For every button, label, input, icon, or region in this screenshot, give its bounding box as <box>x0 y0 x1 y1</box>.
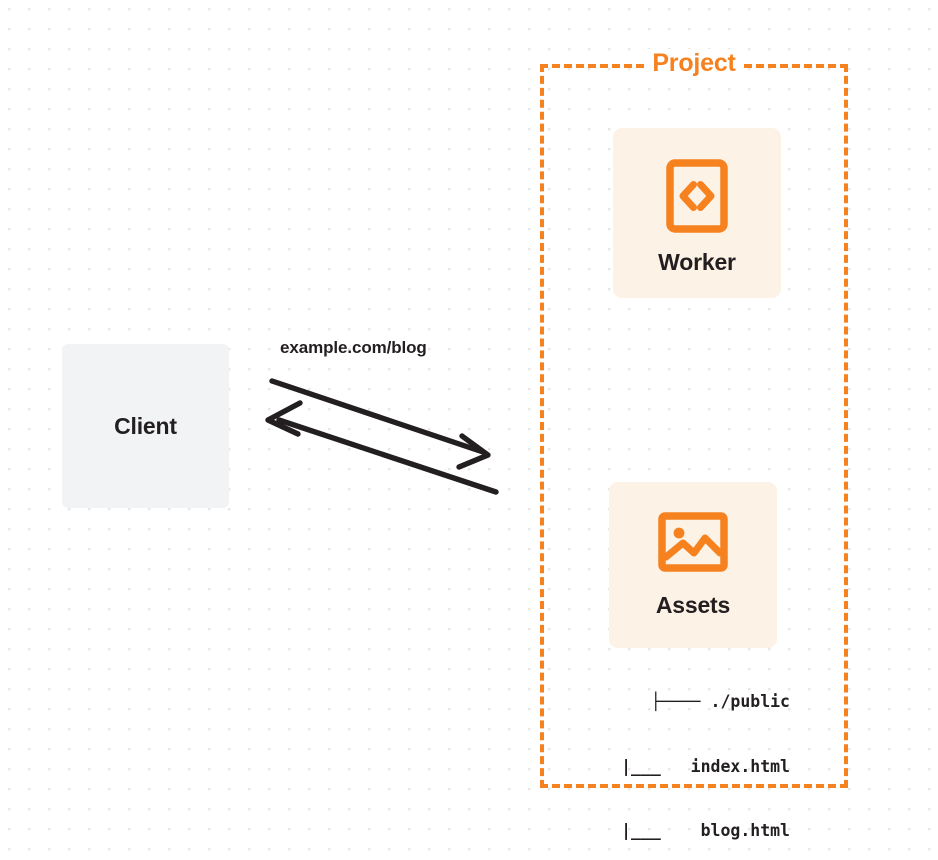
tree-line: ├──── ./public <box>650 692 790 711</box>
project-label-text: Project <box>647 49 741 77</box>
tree-line: |___ blog.html <box>601 821 790 840</box>
response-arrow <box>265 400 499 495</box>
tree-line: |___ index.html <box>601 756 790 776</box>
client-node[interactable]: Client <box>62 344 229 508</box>
assets-label: Assets <box>655 592 731 618</box>
request-url-label: example.com/blog <box>280 338 427 357</box>
image-icon <box>658 511 728 573</box>
worker-label: Worker <box>658 249 736 275</box>
request-arrow <box>269 378 491 470</box>
assets-node[interactable]: Assets <box>609 482 777 648</box>
client-label: Client <box>114 412 177 439</box>
worker-node[interactable]: Worker <box>613 128 781 298</box>
asset-file-tree: ├──── ./public |___ index.html |___ blog… <box>560 648 790 860</box>
code-brackets-icon <box>666 159 728 233</box>
project-label: Project <box>540 48 848 78</box>
